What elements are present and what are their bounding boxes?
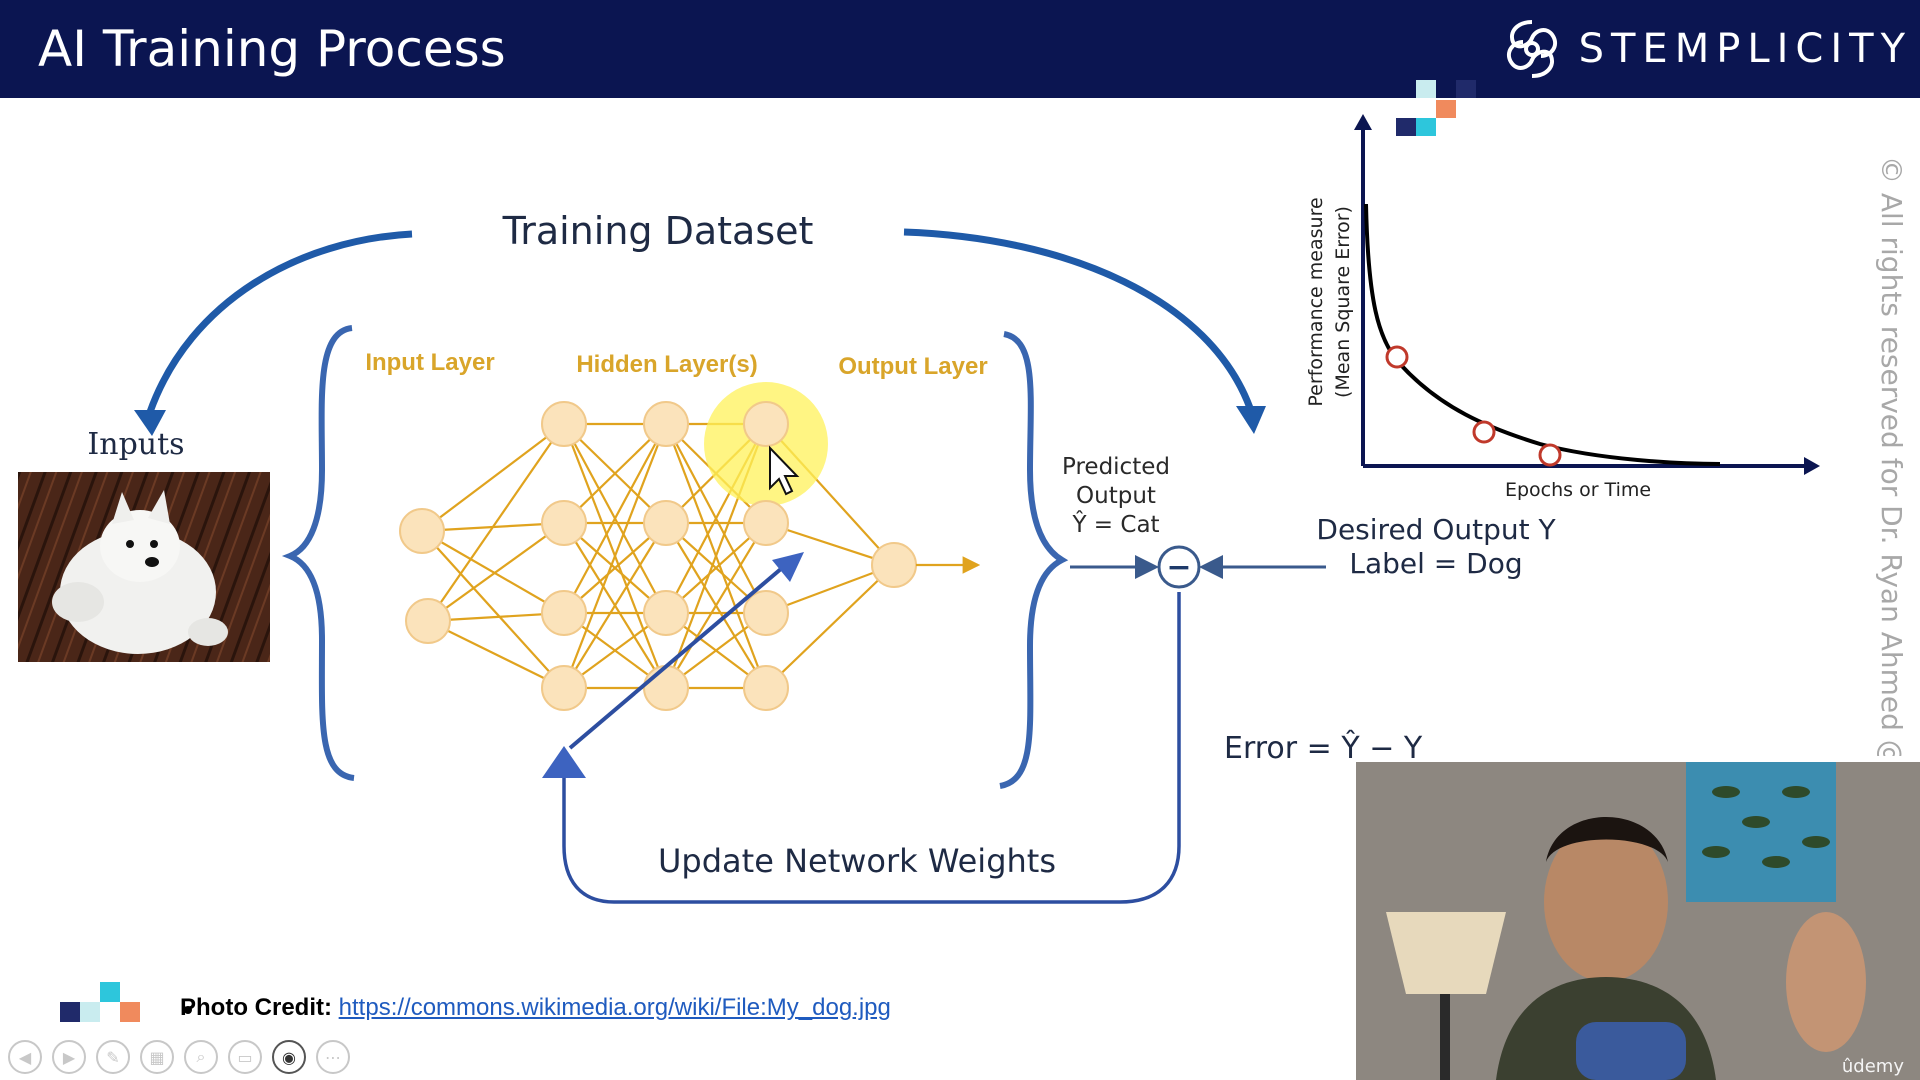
network-link xyxy=(563,423,667,524)
arrow-to-inputs xyxy=(146,230,413,414)
photo-credit-label: Photo Credit: xyxy=(180,994,332,1021)
camera-icon[interactable]: ◉ xyxy=(272,1040,306,1074)
decorative-squares-top xyxy=(1396,80,1476,136)
arrow-to-inputs-head xyxy=(134,410,166,436)
subtitles-icon[interactable]: ▭ xyxy=(228,1040,262,1074)
pen-icon[interactable]: ✎ xyxy=(96,1040,130,1074)
header-bar: AI Training Process STEMPLICITY xyxy=(0,0,1920,98)
chart-ylabel-line2: (Mean Square Error) xyxy=(1332,206,1354,398)
predicted-output-value: Ŷ = Cat xyxy=(1071,510,1159,538)
udemy-watermark: ûdemy xyxy=(1842,1056,1904,1077)
network-link xyxy=(765,564,895,689)
network-link xyxy=(421,530,565,689)
network-link xyxy=(421,530,565,614)
network-link xyxy=(665,522,767,689)
network-node xyxy=(743,590,789,636)
error-point-3 xyxy=(1538,443,1562,467)
label-dog: Label = Dog xyxy=(1349,547,1522,580)
network-node xyxy=(643,500,689,546)
network-node xyxy=(743,500,789,546)
output-layer-label: Output Layer xyxy=(838,353,987,380)
network-node xyxy=(405,598,451,644)
network-node xyxy=(541,665,587,711)
presentation-toolbar: ◀ ▶ ✎ ▦ ⌕ ▭ ◉ ⋯ xyxy=(8,1040,350,1074)
chart-y-axis-arrow xyxy=(1354,114,1372,130)
input-layer-label: Input Layer xyxy=(365,349,494,376)
presenter-webcam: ûdemy xyxy=(1356,762,1920,1080)
update-weights-label: Update Network Weights xyxy=(658,842,1056,880)
bullet-point xyxy=(184,1006,192,1014)
slides-grid-icon[interactable]: ▦ xyxy=(140,1040,174,1074)
zoom-icon[interactable]: ⌕ xyxy=(184,1040,218,1074)
subtraction-node xyxy=(1157,545,1201,589)
dog-photo xyxy=(18,472,270,662)
photo-credit: Photo Credit: https://commons.wikimedia.… xyxy=(180,994,891,1022)
weight-update-diagonal-arrow-head xyxy=(772,552,804,582)
network-node xyxy=(743,665,789,711)
inputs-label: Inputs xyxy=(87,427,184,462)
network-link xyxy=(427,423,565,622)
error-chart: Performance measure (Mean Square Error) … xyxy=(1305,114,1820,501)
network-node xyxy=(871,542,917,588)
previous-slide-icon[interactable]: ◀ xyxy=(8,1040,42,1074)
predicted-output-label-2: Output xyxy=(1076,483,1156,509)
page-title: AI Training Process xyxy=(38,20,506,78)
network-link xyxy=(563,423,667,614)
brand-name: STEMPLICITY xyxy=(1578,26,1912,72)
error-point-1 xyxy=(1385,345,1409,369)
network-node xyxy=(643,590,689,636)
network-nodes xyxy=(399,401,917,711)
stemplicity-logo-icon xyxy=(1506,20,1557,78)
network-node xyxy=(541,401,587,447)
network-link xyxy=(421,423,565,532)
training-dataset-label: Training Dataset xyxy=(502,209,814,253)
photo-credit-link[interactable]: https://commons.wikimedia.org/wiki/File:… xyxy=(338,994,891,1021)
error-formula: Error = Ŷ − Y xyxy=(1224,729,1423,766)
network-node xyxy=(643,665,689,711)
left-brace xyxy=(281,325,355,781)
chart-ylabel-line1: Performance measure xyxy=(1305,197,1327,406)
network-node xyxy=(399,508,445,554)
arrow-to-chart xyxy=(903,228,1254,410)
error-curve xyxy=(1364,203,1721,466)
network-node xyxy=(541,500,587,546)
error-point-2 xyxy=(1472,420,1496,444)
hidden-layers-label: Hidden Layer(s) xyxy=(576,351,757,378)
feedback-loop-arrow-head xyxy=(542,746,586,778)
mouse-cursor-icon xyxy=(769,445,800,496)
weight-update-diagonal-arrow xyxy=(568,566,784,750)
next-slide-icon[interactable]: ▶ xyxy=(52,1040,86,1074)
more-options-icon[interactable]: ⋯ xyxy=(316,1040,350,1074)
decorative-squares-bottom xyxy=(60,982,140,1022)
network-link xyxy=(562,423,668,689)
arrow-to-chart-head xyxy=(1236,406,1266,434)
network-node xyxy=(643,401,689,447)
chart-x-axis-arrow xyxy=(1804,457,1820,475)
network-link xyxy=(427,620,565,689)
network-link xyxy=(563,522,667,689)
desired-output-label: Desired Output Y xyxy=(1316,513,1556,546)
network-node xyxy=(743,401,789,447)
brand-logo: STEMPLICITY xyxy=(1499,16,1912,82)
right-brace xyxy=(999,331,1069,789)
subtraction-symbol: − xyxy=(1166,550,1191,585)
feedback-loop xyxy=(562,592,1181,904)
network-node xyxy=(541,590,587,636)
network-link xyxy=(427,522,565,622)
predicted-output-label-1: Predicted xyxy=(1062,454,1170,480)
chart-xlabel: Epochs or Time xyxy=(1505,479,1651,501)
